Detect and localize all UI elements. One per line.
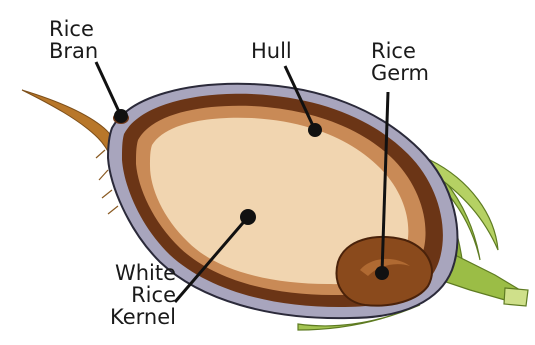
awn xyxy=(22,90,121,180)
label-hull: Hull xyxy=(251,40,292,62)
label-rice-bran: Rice Bran xyxy=(49,18,98,62)
label-rice-bran-line-1: Rice xyxy=(49,18,98,40)
label-rice-germ-line-1: Rice xyxy=(371,40,429,62)
label-rice-bran-line-2: Bran xyxy=(49,40,98,62)
rice-bran-leader xyxy=(96,62,121,116)
hull-dot xyxy=(308,123,322,137)
white-rice-kernel-dot xyxy=(240,209,256,225)
label-white-rice-kernel: White Rice Kernel xyxy=(94,262,176,328)
label-white-rice-kernel-line-2: Rice xyxy=(94,284,176,306)
label-white-rice-kernel-line-3: Kernel xyxy=(94,306,176,328)
label-hull-text: Hull xyxy=(251,40,292,62)
label-rice-germ: Rice Germ xyxy=(371,40,429,84)
label-rice-germ-line-2: Germ xyxy=(371,62,429,84)
label-white-rice-kernel-line-1: White xyxy=(94,262,176,284)
rice-germ-dot xyxy=(375,266,389,280)
rice-bran-dot xyxy=(114,109,128,123)
